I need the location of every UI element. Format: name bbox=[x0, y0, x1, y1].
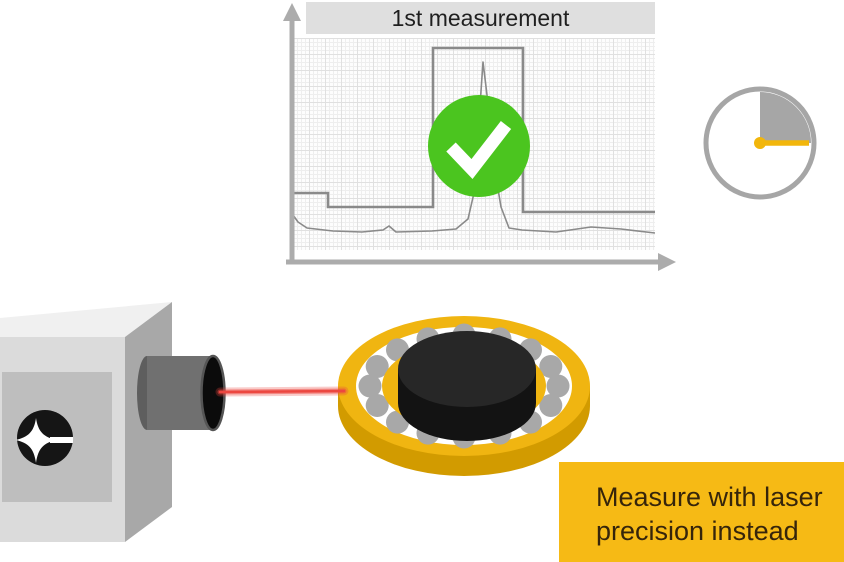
bearing-ball bbox=[365, 394, 389, 417]
caption-line-2: precision instead bbox=[596, 516, 799, 546]
check-icon bbox=[446, 121, 512, 179]
bearing-ball bbox=[546, 374, 570, 398]
caption-line-1: Measure with laser bbox=[596, 482, 823, 512]
bearing-ball bbox=[358, 374, 382, 398]
chart-title: 1st measurement bbox=[391, 4, 570, 31]
bearing-hub bbox=[398, 331, 536, 407]
measurement-chart: 1st measurement bbox=[270, 0, 690, 275]
clock-hub bbox=[754, 137, 766, 149]
ball-bearing bbox=[338, 316, 590, 476]
clock-ring bbox=[703, 86, 817, 200]
laser-sensor-device bbox=[0, 302, 226, 542]
laser-beam bbox=[215, 386, 349, 397]
clock-timer-icon bbox=[703, 86, 817, 200]
device-top-face bbox=[0, 302, 172, 337]
success-badge bbox=[428, 95, 530, 197]
bearing-ball bbox=[539, 394, 563, 417]
sparkle-star-icon bbox=[16, 410, 73, 466]
bearing-ball bbox=[539, 355, 563, 378]
bearing-ball bbox=[365, 355, 389, 378]
chart-title-bar: 1st measurement bbox=[306, 2, 655, 34]
clock-sector bbox=[760, 92, 811, 143]
caption-banner: Measure with laser precision instead bbox=[559, 462, 844, 562]
measurement-trace-line bbox=[293, 61, 655, 234]
